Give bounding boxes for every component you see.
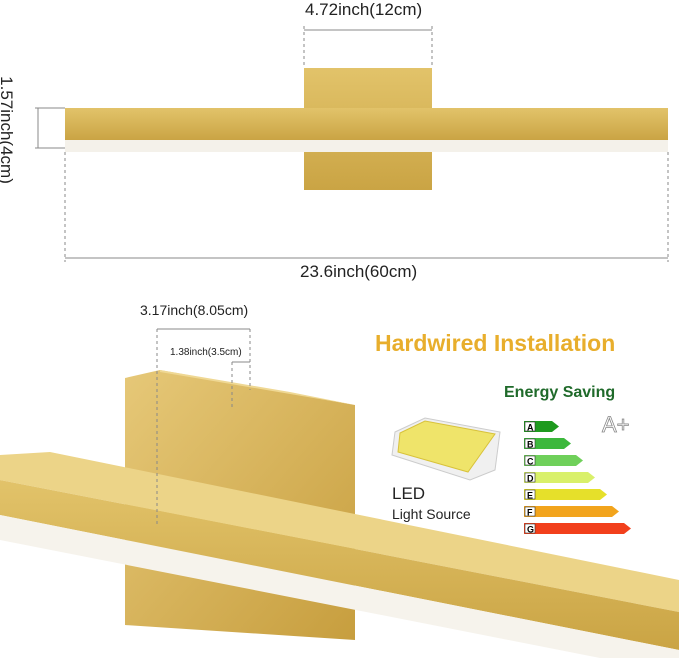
installation-title: Hardwired Installation (375, 330, 616, 356)
energy-bar-g (524, 523, 631, 534)
energy-letter-box (524, 506, 536, 517)
perspective-dimension-lines (156, 328, 251, 525)
depth-label: 3.17inch(8.05cm) (140, 302, 249, 318)
rating-badge: A+ (602, 412, 630, 437)
energy-bar-c (524, 455, 583, 466)
energy-letter-box (524, 472, 536, 483)
light-bar (65, 108, 668, 140)
energy-letter-box (524, 455, 536, 466)
energy-letter: C (527, 457, 534, 467)
perspective-lamp (0, 370, 679, 658)
top-view-lamp (65, 68, 668, 190)
energy-letter: A (527, 423, 534, 433)
led-title: LED (392, 484, 426, 503)
energy-letter: D (527, 474, 534, 484)
energy-letter: E (527, 491, 533, 501)
energy-bar-f (524, 506, 619, 517)
bar-height-label: 1.57inch(4cm) (0, 76, 16, 184)
energy-bar-e (524, 489, 607, 500)
bar-length-label: 23.6inch(60cm) (300, 262, 418, 281)
energy-letter: F (527, 508, 533, 518)
top-dimension-lines (35, 26, 669, 262)
energy-bar-d (524, 472, 595, 483)
diffuser-strip (65, 140, 668, 152)
energy-letter-box (524, 438, 536, 449)
mount-width-label: 4.72inch(12cm) (305, 0, 423, 19)
energy-letter: B (527, 440, 534, 450)
bar-front-face (0, 480, 679, 650)
bar-top-face (0, 452, 679, 612)
energy-letter: G (527, 525, 534, 535)
bar-diffuser (0, 515, 679, 658)
bar-depth-label: 1.38inch(3.5cm) (170, 347, 242, 358)
led-subtitle: Light Source (392, 506, 471, 522)
energy-letter-box (524, 421, 536, 432)
energy-saving-title: Energy Saving (504, 384, 616, 401)
energy-letter-box (524, 489, 536, 500)
led-chip-icon (391, 417, 501, 481)
energy-bar-b (524, 438, 571, 449)
energy-letter-box (524, 523, 536, 534)
